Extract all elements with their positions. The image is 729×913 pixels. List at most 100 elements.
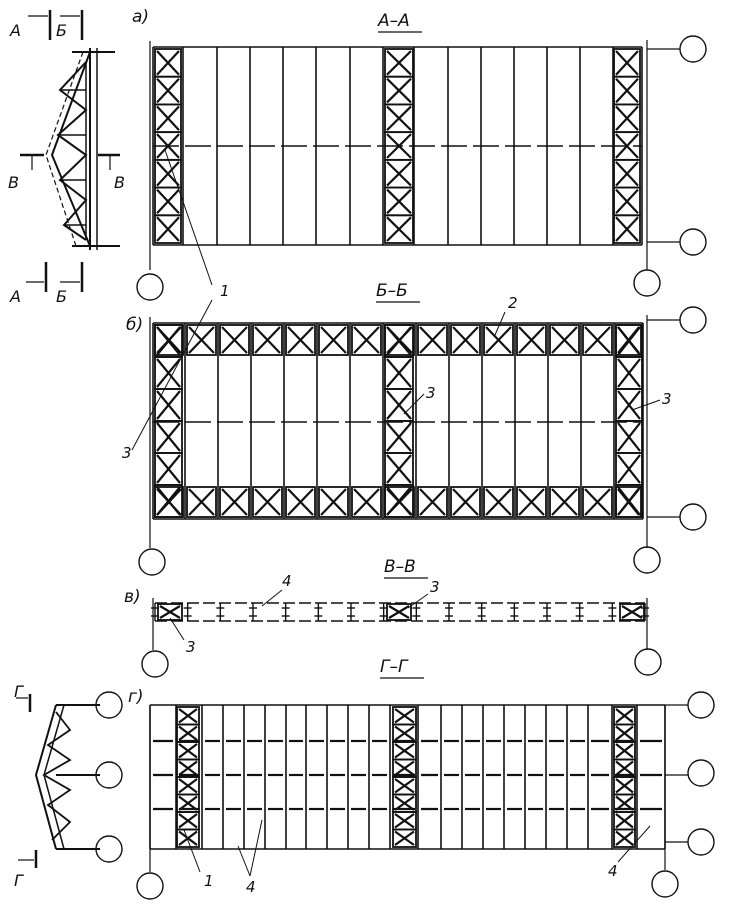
cross-brace — [485, 488, 512, 516]
roof-plan-v — [141, 598, 662, 678]
cross-brace — [394, 760, 415, 776]
bottom-bracing-bay — [483, 486, 514, 518]
cross-brace — [159, 605, 181, 619]
roof-plan-b — [138, 306, 707, 576]
column-circle — [679, 306, 707, 334]
cross-brace — [394, 830, 415, 846]
panel-v: в) В–В 4 3 3 — [124, 557, 662, 678]
cross-brace — [178, 743, 198, 759]
bracing-column-left — [176, 828, 200, 848]
column-circle — [136, 872, 164, 900]
cross-brace — [287, 326, 314, 354]
cross-brace — [584, 326, 611, 354]
cross-brace — [156, 486, 181, 516]
section-mark-v-right: В — [114, 173, 125, 192]
cross-brace — [551, 488, 578, 516]
cross-brace — [617, 390, 641, 420]
cross-brace — [254, 326, 281, 354]
bottom-bracing-bay — [318, 486, 349, 518]
top-bracing-bay — [483, 324, 514, 356]
cross-brace — [615, 77, 639, 104]
roof-plan-g — [70, 691, 715, 900]
cross-brace — [615, 760, 634, 776]
top-bracing-bay — [450, 324, 481, 356]
side-elevation-truss-bottom: Г Г — [14, 682, 100, 890]
cross-brace — [156, 161, 180, 187]
cross-brace — [615, 216, 639, 242]
cross-brace — [156, 50, 180, 76]
column-circle — [138, 548, 166, 576]
cross-brace — [386, 133, 412, 159]
bottom-bracing-bay — [582, 486, 613, 518]
column-circle — [687, 691, 715, 719]
bottom-bracing-bay — [285, 486, 316, 518]
cross-brace — [386, 77, 412, 104]
cross-brace — [156, 454, 181, 484]
cross-brace — [518, 488, 545, 516]
bottom-bracing-bay — [219, 486, 250, 518]
column-circle — [687, 828, 715, 856]
cross-brace — [617, 422, 641, 452]
panel-letter-b: б) — [126, 315, 143, 335]
cross-brace — [394, 795, 415, 811]
cross-brace — [178, 795, 198, 811]
bracing-column-right — [613, 828, 636, 848]
panel-letter-g: г) — [128, 687, 144, 707]
cross-brace — [386, 50, 412, 76]
cross-brace — [156, 358, 181, 388]
cross-brace — [615, 725, 634, 741]
column-circle — [633, 546, 661, 574]
cross-brace — [617, 358, 641, 388]
cross-brace — [615, 708, 634, 724]
cross-brace — [156, 422, 181, 452]
cross-brace — [621, 605, 643, 619]
cross-brace — [615, 795, 634, 811]
cross-brace — [617, 486, 641, 516]
cross-brace — [615, 161, 639, 187]
cross-brace — [617, 326, 641, 356]
cross-brace — [156, 188, 180, 215]
cross-brace — [551, 326, 578, 354]
bracing-column-left — [154, 214, 182, 244]
cross-brace — [320, 488, 347, 516]
bottom-bracing-bay — [450, 486, 481, 518]
panel-a: а) А–А 1 — [132, 7, 707, 301]
cross-brace — [394, 743, 415, 759]
cross-brace — [353, 326, 380, 354]
panel-title-a: А–А — [377, 11, 410, 31]
cross-brace — [615, 743, 634, 759]
cross-brace — [615, 133, 639, 159]
cross-brace — [452, 488, 479, 516]
bottom-bracing-bay — [549, 486, 580, 518]
section-mark-v-left: В — [8, 173, 19, 192]
cross-brace — [617, 454, 641, 484]
cross-brace — [388, 605, 410, 619]
cross-brace — [386, 390, 412, 420]
callout-v-4: 4 — [282, 572, 292, 590]
callout-a-1: 1 — [220, 282, 230, 300]
bottom-bracing-bay — [417, 486, 448, 518]
top-bracing-bay — [219, 324, 250, 356]
top-bracing-bay — [549, 324, 580, 356]
cross-brace — [156, 133, 180, 159]
cross-brace — [386, 326, 412, 356]
column-circle — [136, 273, 164, 301]
cross-brace — [419, 488, 446, 516]
cross-brace — [386, 486, 412, 516]
cross-brace — [386, 105, 412, 131]
top-bracing-bay — [252, 324, 283, 356]
side-elevation-truss-top: А Б В В А Б — [8, 10, 125, 306]
section-mark-b-bottom: Б — [56, 287, 67, 306]
cross-brace — [615, 188, 639, 215]
cross-brace — [178, 760, 198, 776]
cross-brace — [386, 216, 412, 242]
cross-brace — [320, 326, 347, 354]
cross-brace — [156, 326, 181, 356]
cross-brace — [394, 708, 415, 724]
cross-brace — [485, 326, 512, 354]
cross-brace — [188, 488, 215, 516]
section-mark-g-bottom: Г — [14, 871, 24, 890]
top-bracing-bay — [351, 324, 382, 356]
callout-b-2: 2 — [508, 294, 518, 312]
cross-brace — [615, 813, 634, 829]
